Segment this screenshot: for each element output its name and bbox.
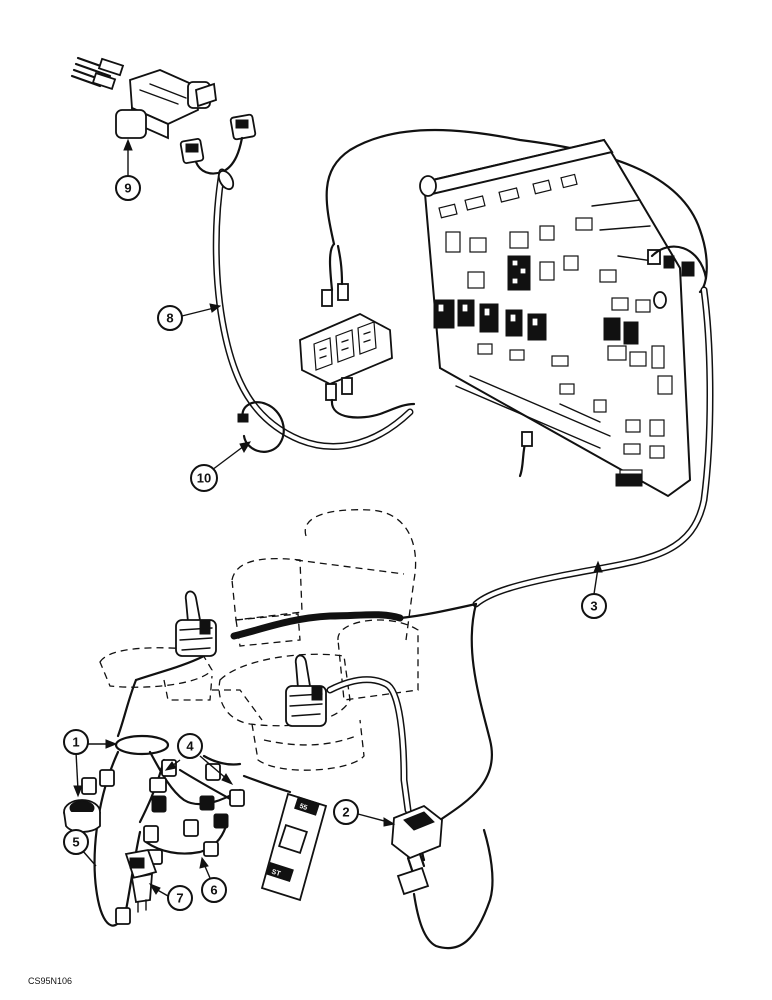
switch-panel-bottom-text: ST (271, 869, 282, 879)
right-joystick (285, 654, 327, 727)
callout-6: 6 (201, 877, 227, 903)
callout-9: 9 (115, 175, 141, 201)
svg-text:8: 8 (166, 311, 173, 326)
switch-panel: 55 ST (242, 774, 328, 902)
svg-text:5: 5 (72, 835, 79, 850)
svg-text:3: 3 (590, 599, 597, 614)
valve-harness (179, 113, 414, 451)
cable-tie (237, 401, 285, 453)
callout-2: 2 (333, 799, 359, 825)
reference-code: CS95N106 (28, 976, 72, 986)
controller-board (419, 138, 708, 498)
svg-text:10: 10 (197, 471, 211, 486)
callout-7: 7 (167, 885, 193, 911)
seat-harness (134, 611, 412, 814)
item-7-switch (124, 848, 158, 913)
svg-text:2: 2 (342, 805, 349, 820)
callout-1: 1 (63, 729, 89, 755)
svg-text:4: 4 (186, 739, 194, 754)
operator-seat (99, 509, 419, 771)
relay-block (299, 128, 708, 419)
rocker-switch (391, 804, 494, 950)
board-components (433, 173, 673, 483)
lower-harness-cluster (63, 678, 245, 927)
callout-8: 8 (157, 305, 183, 331)
round-gauge (63, 799, 101, 833)
board-edge-connectors (615, 249, 695, 487)
callouts: 9 8 10 3 1 (63, 138, 607, 911)
switch-panel-top-text: 55 (298, 803, 308, 812)
callout-4: 4 (177, 733, 203, 759)
svg-text:7: 7 (176, 891, 183, 906)
svg-text:9: 9 (124, 181, 131, 196)
callout-3: 3 (581, 593, 607, 619)
svg-text:1: 1 (72, 735, 79, 750)
left-joystick (175, 590, 217, 657)
solenoid-valve (70, 56, 217, 140)
callout-10: 10 (190, 464, 218, 492)
svg-text:6: 6 (210, 883, 217, 898)
callout-5: 5 (63, 829, 89, 855)
